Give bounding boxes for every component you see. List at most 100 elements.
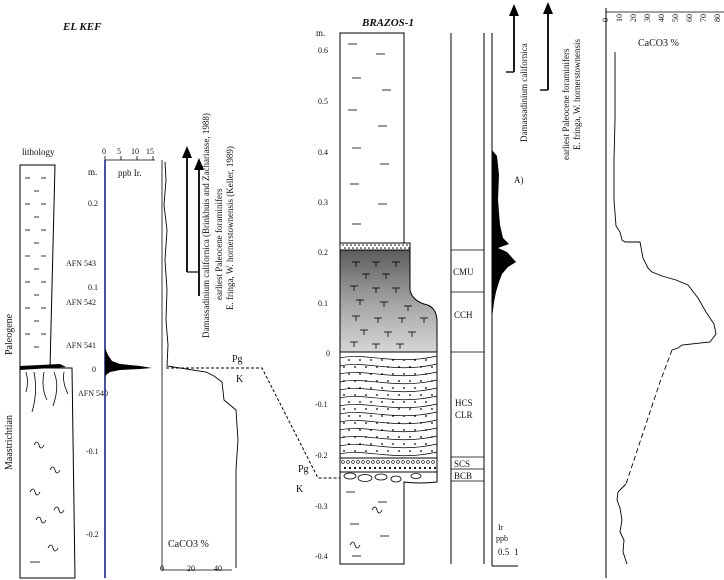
brazos-ir-tick: 0.5 (498, 547, 510, 557)
pebble (356, 460, 360, 464)
sand-dot (343, 394, 345, 396)
brazos-unit-column: CMU CCH HCS CLR SCS BCB (450, 33, 485, 564)
sand-dot (384, 247, 386, 249)
sand-dot (403, 443, 405, 445)
sand-dot (376, 394, 378, 396)
pebble (358, 466, 362, 470)
pebble (393, 466, 397, 470)
sand-dot (360, 247, 362, 249)
pebble (423, 466, 427, 470)
sand-dot (380, 247, 382, 249)
brazos-unit-label: CLR (455, 410, 473, 420)
sand-dot (425, 359, 427, 361)
sand-dot (348, 247, 350, 249)
sand-dot (359, 373, 361, 375)
el-kef-ir-tick: 10 (131, 147, 139, 156)
brazos-depth-tick: 0 (326, 349, 330, 358)
brazos-dotted-bed (339, 242, 411, 251)
el-kef-caco3-curve (163, 161, 239, 568)
brazos-caco3-tick: 30 (643, 14, 652, 22)
sand-dot (392, 373, 394, 375)
brazos-calcareous-ticks (350, 261, 428, 349)
sand-dot (403, 401, 405, 403)
sand-dot (420, 394, 422, 396)
brazos-clasts (343, 472, 422, 483)
brazos-caco3-axis-ticks: 0 10 20 30 40 50 60 70 80 (601, 14, 722, 22)
sand-dot (376, 450, 378, 452)
sand-dot (372, 247, 374, 249)
brazos-depth-tick: 0.5 (318, 97, 328, 106)
brazos-caco3-curve (613, 52, 717, 351)
hcs-lamina (339, 355, 438, 361)
sand-dot (366, 244, 368, 246)
brazos-depth-tick: -0.3 (315, 502, 328, 511)
sand-dot (343, 366, 345, 368)
sand-dot (348, 359, 350, 361)
el-kef-sample-label: AFN 542 (66, 298, 96, 307)
pebble (426, 460, 430, 464)
brazos-unit-label: BCB (454, 471, 472, 481)
hcs-lamina (339, 395, 438, 401)
brazos-shale-dashes (346, 43, 391, 557)
sand-dot (348, 429, 350, 431)
sand-dot (381, 359, 383, 361)
brazos-shaded-mudstone (339, 249, 438, 353)
brazos-depth-tick: -0.4 (315, 552, 328, 561)
sand-dot (348, 373, 350, 375)
sand-dot (348, 401, 350, 403)
sand-dot (392, 247, 394, 249)
el-kef-sample-label: AFN 543 (66, 259, 96, 268)
sand-dot (354, 366, 356, 368)
el-kef-depth-tick: -0.2 (86, 530, 99, 539)
sand-dot (376, 436, 378, 438)
sand-dot (387, 394, 389, 396)
sand-dot (381, 387, 383, 389)
sand-dot (352, 247, 354, 249)
hcs-lamina (339, 387, 438, 393)
sand-dot (392, 401, 394, 403)
el-kef-sample-label: AFN 541 (66, 341, 96, 350)
pebble (383, 466, 387, 470)
hcs-lamina (339, 411, 438, 417)
sand-dot (425, 443, 427, 445)
sand-dot (420, 380, 422, 382)
sand-dot (403, 373, 405, 375)
sand-dot (398, 450, 400, 452)
brazos-depth-unit: m. (316, 28, 325, 38)
el-kef-depth-tick: 0.2 (88, 199, 98, 208)
hcs-lamina (339, 443, 438, 449)
sand-dot (381, 401, 383, 403)
sand-dot (400, 247, 402, 249)
sand-dot (398, 244, 400, 246)
sand-dot (409, 408, 411, 410)
brazos-caco3-tick: 40 (657, 14, 666, 22)
sand-dot (409, 394, 411, 396)
sand-dot (409, 436, 411, 438)
pebble (346, 460, 350, 464)
sand-dot (408, 247, 410, 249)
sand-dot (368, 247, 370, 249)
brazos-hcs-laminae (339, 355, 438, 457)
brazos-caco3-tick: 20 (629, 14, 638, 22)
el-kef-events: Damassadinium californica (Brinkhuis and… (182, 113, 235, 338)
el-kef-lithology-column (19, 164, 76, 579)
brazos-unit-label: SCS (454, 459, 470, 469)
brazos-depth-tick: -0.1 (315, 400, 328, 409)
sand-dot (392, 429, 394, 431)
pebble (391, 460, 395, 464)
el-kef-section: EL KEF lithology Pal (4, 21, 244, 579)
el-kef-boundary-pg: Pg (232, 354, 243, 365)
sand-dot (365, 366, 367, 368)
sand-dot (387, 408, 389, 410)
sand-dot (403, 387, 405, 389)
sand-dot (398, 394, 400, 396)
el-kef-burrows (25, 371, 69, 563)
brazos-caco3-tick: 60 (685, 14, 694, 22)
pebble (371, 460, 375, 464)
brazos-section: BRAZOS-1 m. 0.6 0.5 0.4 0.3 0.2 0.1 0 -0… (296, 2, 724, 578)
sand-dot (398, 408, 400, 410)
sand-dot (431, 366, 433, 368)
brazos-lower-shale (339, 471, 438, 565)
sand-dot (346, 244, 348, 246)
brazos-upper-shale (339, 32, 405, 244)
